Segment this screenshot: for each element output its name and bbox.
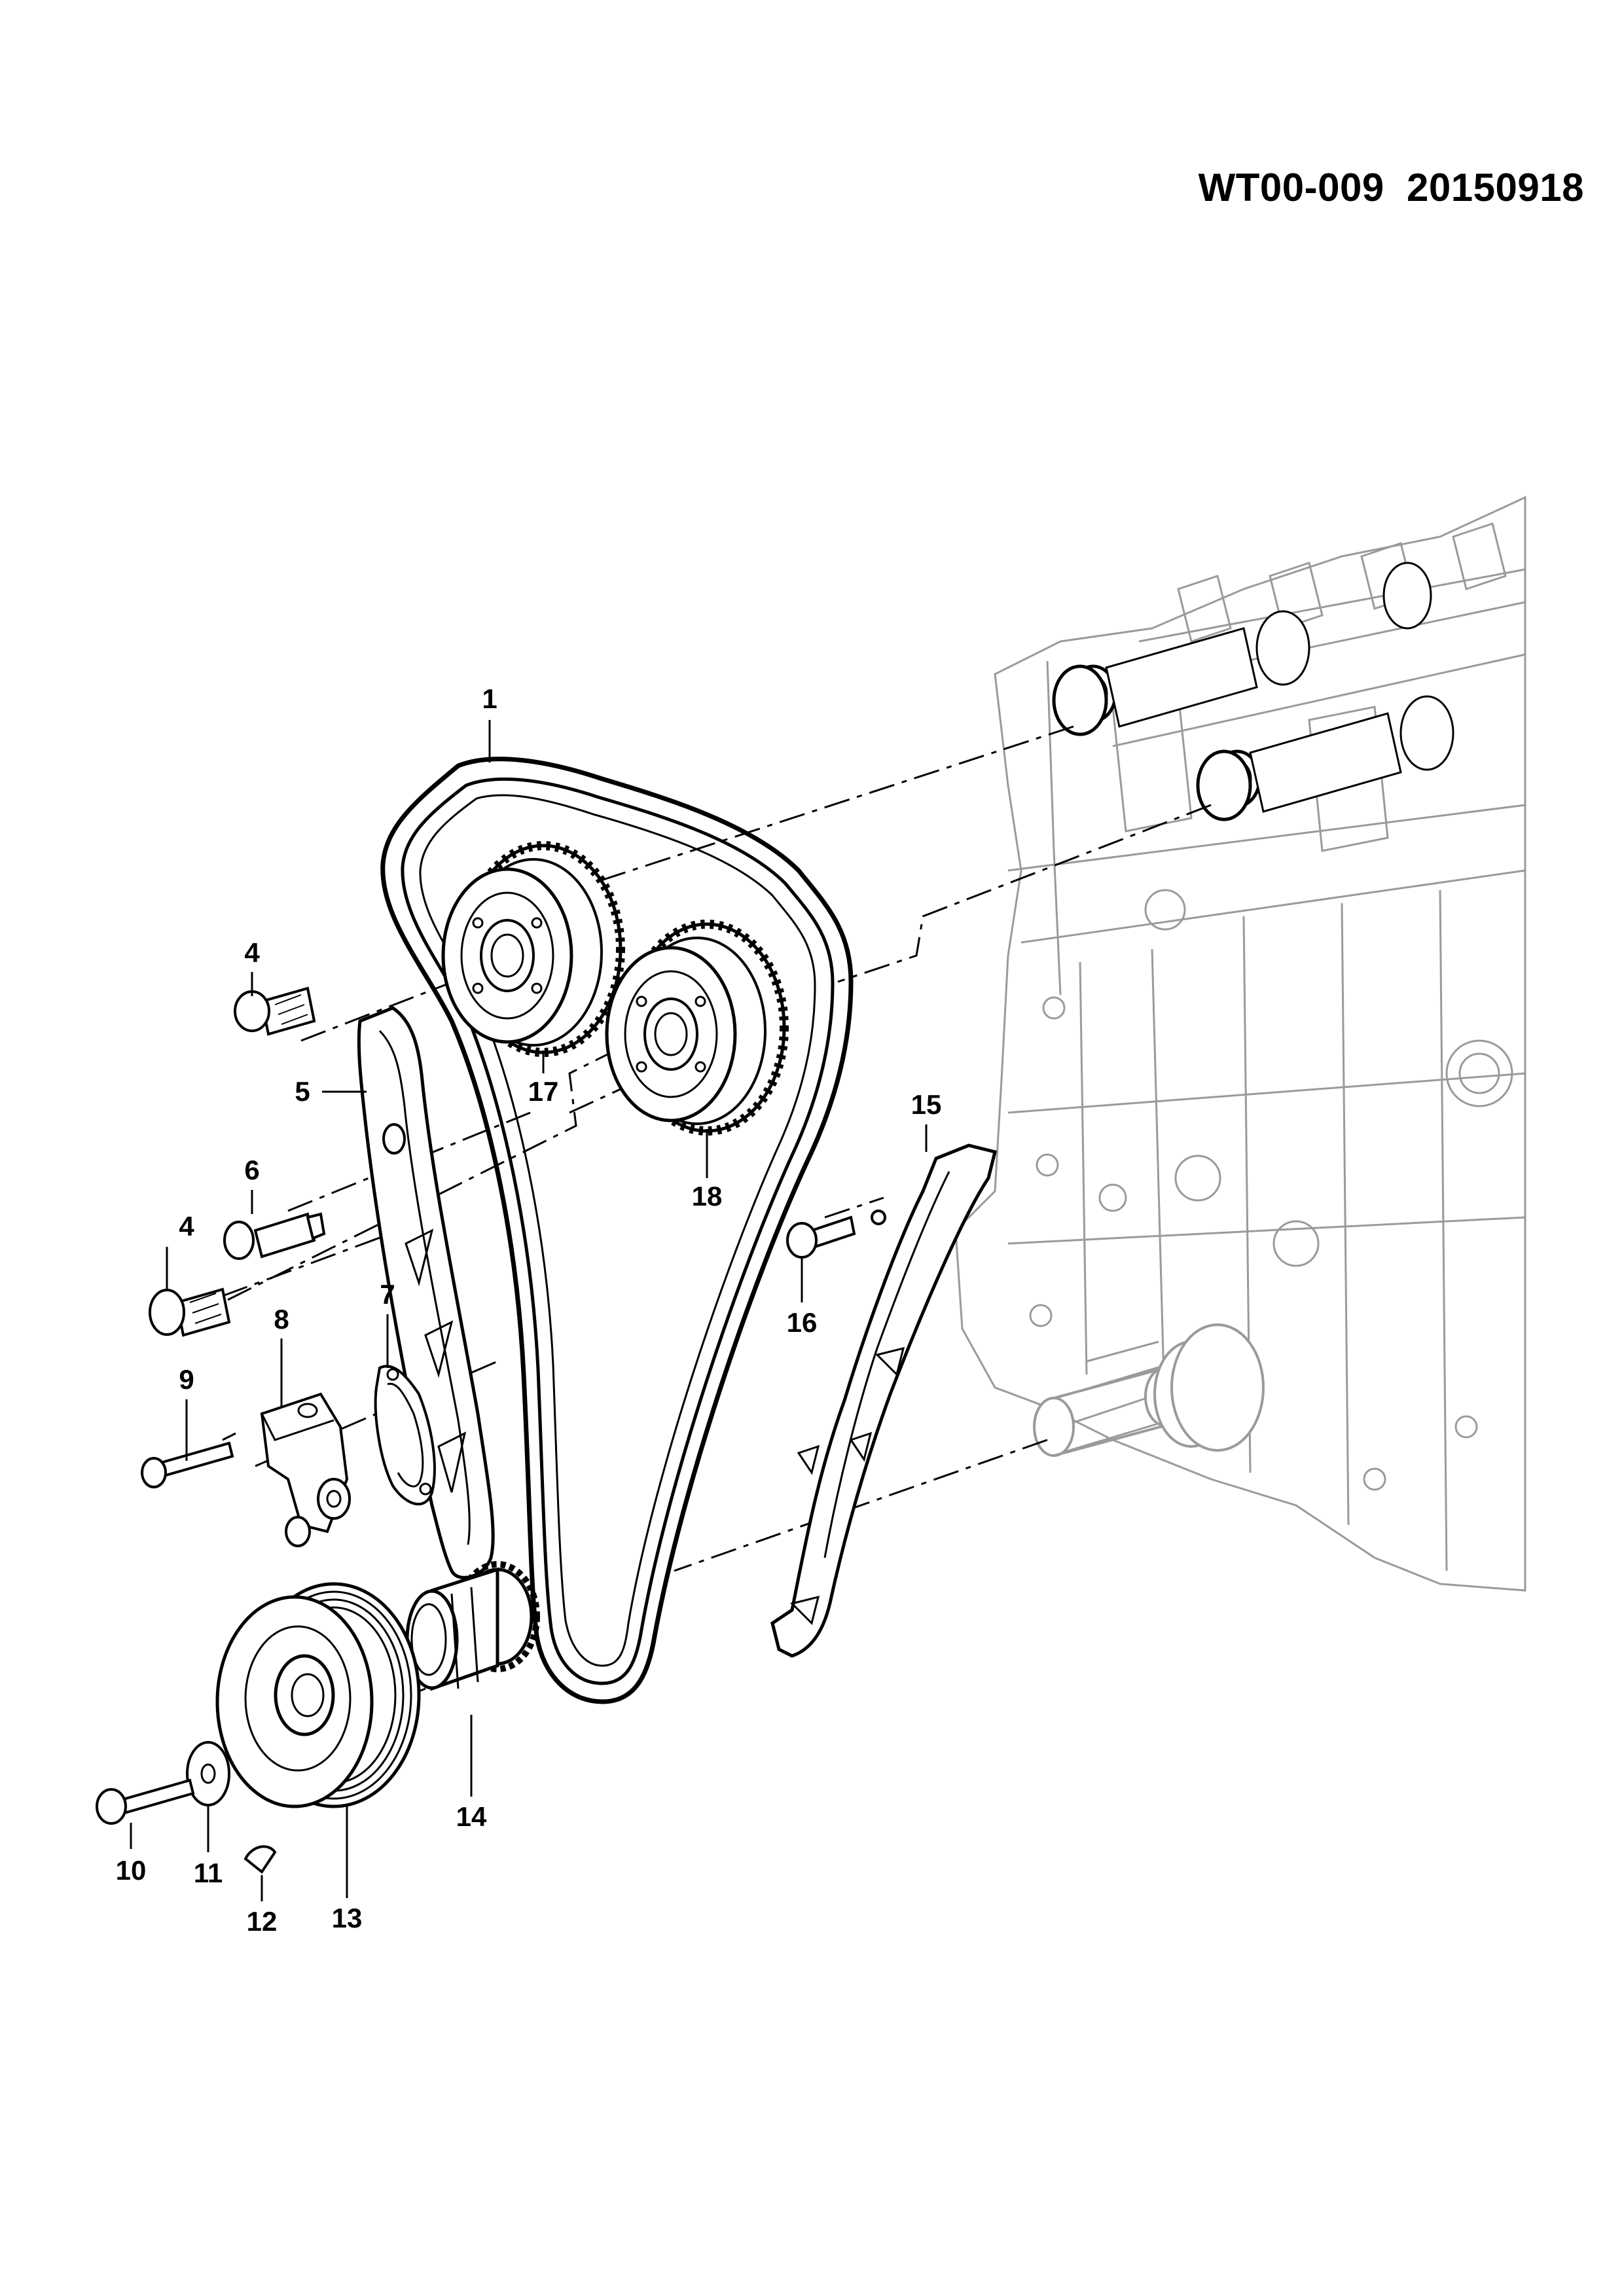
fixed-chain-guide	[770, 1143, 998, 1658]
callout-4-upper: 4	[244, 937, 260, 968]
bolt-6	[223, 1212, 326, 1260]
document-number: WT00-009	[1198, 166, 1384, 209]
callout-4-lower: 4	[179, 1211, 194, 1242]
crank-damper-pulley	[215, 1582, 421, 1808]
damper-washer	[186, 1741, 230, 1806]
callout-6: 6	[244, 1155, 259, 1185]
exhaust-cam-sprocket	[605, 920, 789, 1136]
callout-16: 16	[787, 1307, 818, 1338]
callout-10: 10	[116, 1855, 147, 1886]
callout-11: 11	[194, 1857, 223, 1888]
damper-bolt	[96, 1778, 195, 1825]
document-date: 20150918	[1407, 166, 1584, 209]
bolt-9	[141, 1441, 234, 1488]
bolt-4-lower	[149, 1287, 231, 1337]
camshaft-lobes	[1105, 562, 1454, 813]
engine-block-ghost	[954, 495, 1526, 1592]
intake-cam-sprocket	[441, 841, 625, 1057]
callout-12: 12	[247, 1906, 278, 1937]
callout-18: 18	[692, 1181, 723, 1211]
chain-tensioner	[260, 1392, 351, 1547]
callout-5: 5	[295, 1076, 310, 1107]
bolt-16	[786, 1215, 856, 1259]
callout-14: 14	[456, 1801, 487, 1832]
document-code: WT00-009 20150918	[1060, 165, 1584, 210]
callout-1: 1	[482, 683, 497, 714]
crank-sprocket	[405, 1561, 540, 1691]
callout-9: 9	[179, 1364, 194, 1395]
callout-numbers: 1 4 5 17 6 18 15 4 7 8 16 9 14 10 11 12 …	[116, 683, 942, 1937]
camshaft-ends	[1052, 664, 1261, 821]
callout-leaders	[130, 720, 928, 1901]
callout-13: 13	[332, 1903, 363, 1933]
bolt-4-upper	[234, 986, 316, 1036]
callout-15: 15	[911, 1089, 942, 1120]
callout-8: 8	[274, 1304, 289, 1335]
tensioner-gasket	[374, 1365, 436, 1506]
callout-17: 17	[528, 1076, 559, 1107]
woodruff-key	[244, 1845, 277, 1874]
callout-7: 7	[380, 1279, 395, 1310]
